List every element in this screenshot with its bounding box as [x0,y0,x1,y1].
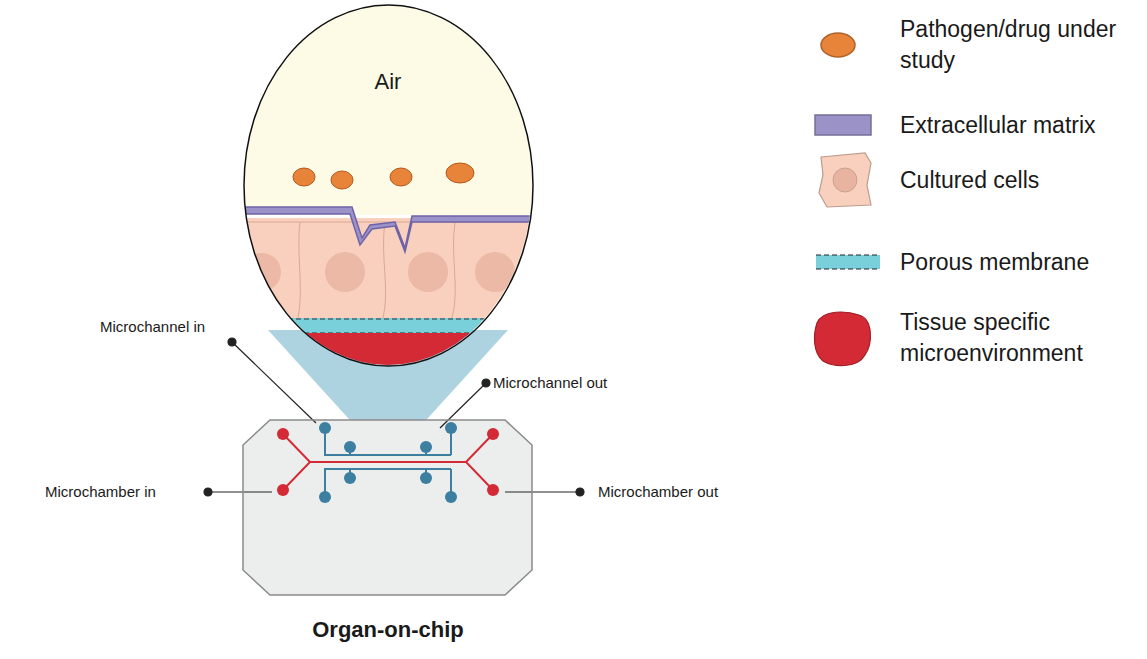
ellipse-outline [243,4,534,367]
figure-caption: Organ-on-chip [312,617,464,643]
part-label: Microchannel in [100,318,205,335]
legend-text: Porous membrane [900,247,1140,278]
legend-text: Cultured cells [900,165,1140,196]
legend-swatch [803,303,883,373]
microchamber [283,434,493,490]
legend-text: Tissue specific microenvironment [900,307,1140,369]
chip-body [243,420,532,595]
tissue-section [240,0,540,373]
magnified-view: Air [243,4,534,367]
part-label: Microchamber in [45,483,156,500]
legend-text: Pathogen/drug under study [900,14,1140,76]
legend-swatch [798,10,878,80]
legend-swatch [803,90,883,160]
legend-swatch [808,227,888,297]
octagon-border [243,420,532,595]
ellipse-border [244,5,533,366]
chamber-ports [277,428,499,496]
leader-lines [204,338,584,496]
legend-swatch [805,145,885,215]
octagon-outline [243,420,533,650]
region-label: Air [375,69,402,95]
part-label: Microchamber out [598,483,718,500]
chip: Organ-on-chip [243,420,533,650]
part-label: Microchannel out [493,374,607,391]
legend-text: Extracellular matrix [900,110,1140,141]
